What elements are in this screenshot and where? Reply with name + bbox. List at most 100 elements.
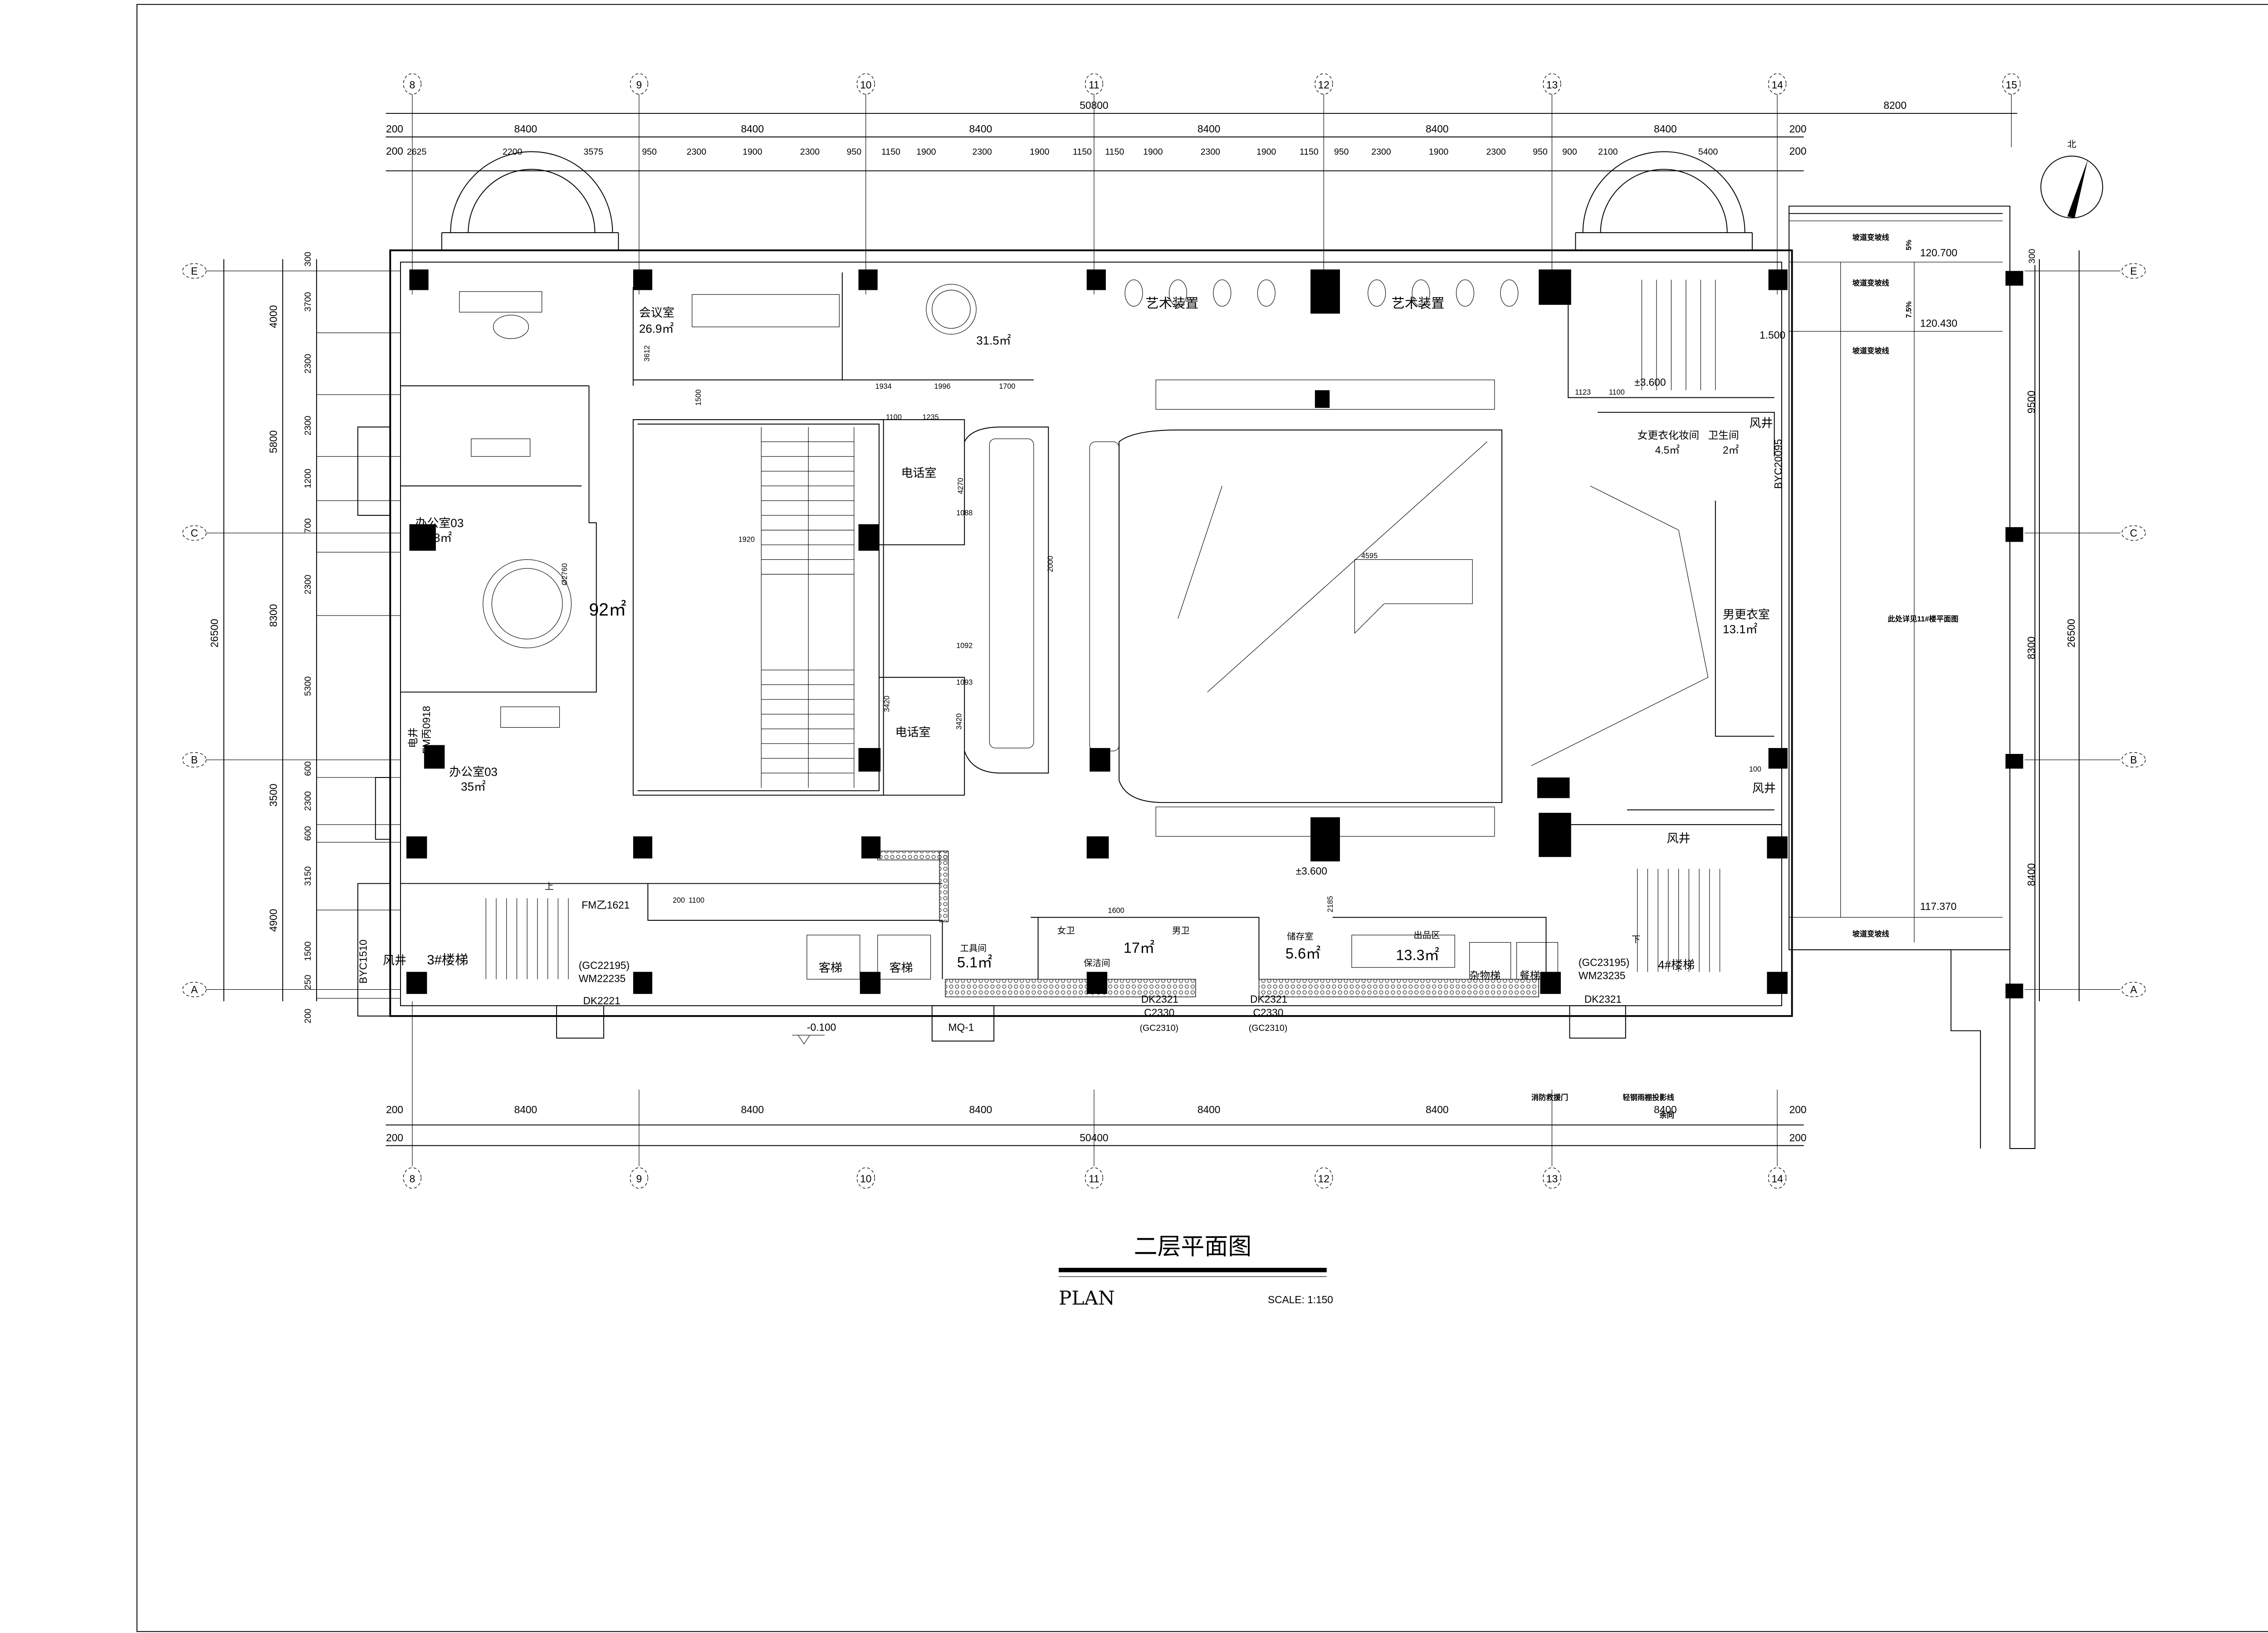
dim-top-sub: 2300 bbox=[1371, 147, 1391, 157]
dim-top-sub: 1150 bbox=[1105, 147, 1124, 157]
sheet-frame bbox=[136, 4, 2268, 1632]
label-byc-left: BYC1510 bbox=[357, 939, 369, 983]
label-wm-left: WM22235 bbox=[579, 973, 626, 984]
ramp-labels: 坡道变坡线 坡道变坡线 坡道变坡线 坡道变坡线 5% 7.5% 120.700 … bbox=[1853, 233, 1959, 938]
dim-interior: 1700 bbox=[999, 382, 1015, 391]
ramp-elev-3: 117.370 bbox=[1920, 900, 1956, 912]
note-canopy: 轻钢雨棚投影线 bbox=[1623, 1093, 1674, 1102]
room-hall-area: 92㎡ bbox=[589, 600, 626, 620]
dim-interior: 1600 bbox=[1108, 907, 1124, 915]
drawing-scale: SCALE: 1:150 bbox=[1268, 1294, 1333, 1305]
dim-top-edge: 200 bbox=[1789, 145, 1807, 157]
dim-right-total: 26500 bbox=[2065, 619, 2077, 647]
north-label: 北 bbox=[2068, 140, 2076, 150]
room-shaft-r2: 风井 bbox=[1752, 781, 1776, 795]
dim-bottom-bay: 8400 bbox=[741, 1104, 764, 1115]
ramp-slope-change-4: 坡道变坡线 bbox=[1853, 930, 1889, 939]
label-gc-right: (GC23195) bbox=[1579, 956, 1629, 968]
dim-top-sub: 1150 bbox=[881, 147, 900, 157]
dim-left-mid: 4900 bbox=[267, 909, 279, 932]
level-floor-east: ±3.600 bbox=[1634, 376, 1666, 388]
room-phone-2: 电话室 bbox=[895, 725, 931, 739]
level-marks: -0.100 ±3.600 ±3.600 1.500 上 下 bbox=[545, 329, 1785, 1045]
room-wc-area: 17㎡ bbox=[1124, 939, 1155, 956]
axis-row-left-label: A bbox=[191, 984, 198, 996]
level-floor-main: ±3.600 bbox=[1296, 865, 1327, 877]
dim-top-sub: 2300 bbox=[1486, 147, 1505, 157]
axis-col-top-label: 13 bbox=[1546, 79, 1558, 91]
dim-interior: 1500 bbox=[694, 389, 703, 406]
dim-left-fine: 2300 bbox=[303, 791, 313, 811]
axis-col-bottom-label: 11 bbox=[1089, 1173, 1100, 1185]
dim-interior: 1092 bbox=[956, 641, 973, 650]
axis-row-left-label: B bbox=[191, 754, 198, 766]
dim-left-fine: 700 bbox=[303, 518, 313, 533]
room-lift-1: 客梯 bbox=[819, 961, 842, 974]
room-spiral-area: 31.5㎡ bbox=[976, 334, 1011, 347]
dim-left-fine: 600 bbox=[303, 761, 313, 776]
structural-columns bbox=[406, 269, 2024, 998]
label-dk-2: DK2321 bbox=[1250, 993, 1287, 1005]
label-byc-right: BYC20095 bbox=[1772, 439, 1784, 489]
dim-top-sub: 2300 bbox=[687, 147, 706, 157]
room-tool-area: 5.1㎡ bbox=[957, 954, 992, 971]
dim-top-sub: 2200 bbox=[503, 147, 522, 157]
label-dk-left: DK2221 bbox=[583, 995, 620, 1007]
dim-left-fine: 3700 bbox=[303, 292, 313, 312]
drawing-title: 二层平面图 bbox=[1134, 1233, 1252, 1261]
axis-col-bottom-label: 13 bbox=[1546, 1173, 1558, 1185]
axis-col-bottom-label: 9 bbox=[636, 1173, 642, 1185]
dim-left-fine: 1200 bbox=[303, 469, 313, 488]
room-office1-area: 28㎡ bbox=[427, 531, 452, 545]
dim-interior: 1996 bbox=[934, 382, 951, 391]
room-toilet-area: 2㎡ bbox=[1723, 444, 1739, 456]
dim-top-sub: 2300 bbox=[973, 147, 992, 157]
dim-right-mid: 8400 bbox=[2025, 863, 2037, 886]
dim-top-sub: 1900 bbox=[1256, 147, 1276, 157]
room-lift-2: 客梯 bbox=[890, 961, 913, 974]
label-down: 下 bbox=[1632, 935, 1640, 945]
axis-col-bottom-label: 10 bbox=[860, 1173, 871, 1185]
dim-top-sub: 1900 bbox=[1429, 147, 1448, 157]
dim-interior: 1100 bbox=[689, 896, 704, 905]
dim-interior: 1088 bbox=[956, 509, 973, 517]
dim-top-sub: 1900 bbox=[1030, 147, 1049, 157]
dim-left-fine: 300 bbox=[303, 252, 313, 267]
dim-left-fine: 3150 bbox=[303, 866, 313, 886]
room-tool-name: 工具间 bbox=[960, 944, 987, 953]
room-storage-area: 5.6㎡ bbox=[1286, 945, 1321, 962]
label-c-2: C2330 bbox=[1253, 1007, 1283, 1018]
dim-top-total: 50800 bbox=[1080, 99, 1108, 111]
dim-bottom-bay: 8400 bbox=[1198, 1104, 1221, 1115]
axis-bubbles bbox=[182, 73, 2146, 1189]
ramp-elev-2: 120.430 bbox=[1920, 318, 1957, 329]
dim-top-bay: 8400 bbox=[1654, 123, 1677, 135]
room-shaft-r1: 风井 bbox=[1749, 416, 1773, 430]
room-labels: 会议室 26.9㎡ 31.5㎡ 艺术装置 艺术装置 电话室 电话室 办公室03 … bbox=[383, 296, 1776, 981]
room-locker-f-name: 女更衣化妆间 bbox=[1637, 429, 1699, 441]
dim-bottom-bay: 8400 bbox=[1426, 1104, 1449, 1115]
level-landing: 1.500 bbox=[1760, 329, 1785, 341]
title-block: 二层平面图 PLAN SCALE: 1:150 北 bbox=[1058, 140, 2076, 1309]
dim-top-sub: 1900 bbox=[916, 147, 936, 157]
dim-bottom-bay: 8400 bbox=[969, 1104, 992, 1115]
dim-interior: 1934 bbox=[875, 382, 892, 391]
grid-lines bbox=[206, 94, 2121, 1166]
dim-left-fine: 250 bbox=[303, 975, 313, 990]
dim-top-sub: 950 bbox=[1334, 147, 1349, 157]
dim-interior: 1850 bbox=[1772, 843, 1780, 859]
dim-bottom-total: 50400 bbox=[1080, 1132, 1108, 1144]
ramp-slope-change-3: 坡道变坡线 bbox=[1853, 347, 1889, 355]
dim-left-fine: 2300 bbox=[303, 575, 313, 594]
dim-top-sub: 2100 bbox=[1598, 147, 1618, 157]
dim-left-mid: 4000 bbox=[267, 305, 279, 328]
dim-interior: 200 bbox=[673, 896, 685, 905]
dim-bottom-bay: 8400 bbox=[1654, 1104, 1677, 1115]
dim-interior: 100 bbox=[1749, 765, 1761, 773]
dim-interior: 1920 bbox=[738, 536, 755, 544]
dim-bottom-edge: 200 bbox=[386, 1132, 403, 1144]
dim-left-mid: 3500 bbox=[267, 784, 279, 807]
label-up: 上 bbox=[545, 882, 553, 892]
room-food-lift: 餐梯 bbox=[1520, 970, 1540, 982]
